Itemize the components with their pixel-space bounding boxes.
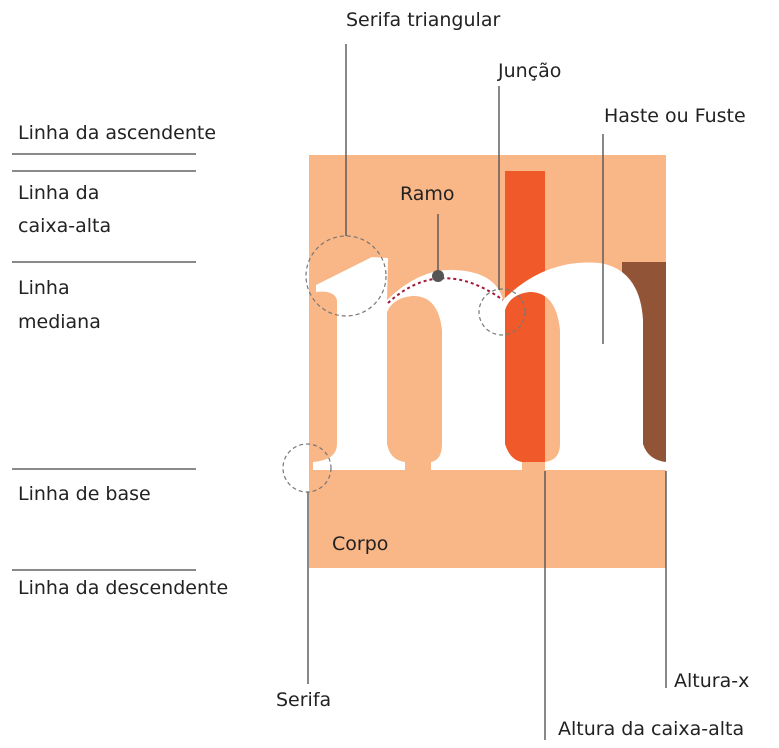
juncao-label: Junção xyxy=(498,60,562,82)
mean-line-label-2: mediana xyxy=(18,311,101,333)
corpo-label: Corpo xyxy=(332,533,389,555)
descender-line-label: Linha da descendente xyxy=(18,577,229,599)
stem-label: Haste ou Fuste xyxy=(604,105,746,127)
cap-line-label-1: Linha da xyxy=(18,182,100,204)
cap-height-label: Altura da caixa-alta xyxy=(558,718,745,740)
cap-height-bar xyxy=(505,171,545,470)
serif-label: Serifa xyxy=(276,689,332,711)
triangular-serif-label: Serifa triangular xyxy=(346,9,501,31)
letter-m-glyph xyxy=(313,257,666,470)
triangular-serif-circle xyxy=(305,235,387,317)
baseline-label: Linha de base xyxy=(18,483,151,505)
ramo-dot xyxy=(432,270,444,282)
serif-gap-2 xyxy=(522,462,545,470)
serif-gap-1 xyxy=(405,462,431,470)
x-height-label: Altura-x xyxy=(674,670,750,692)
juncao-circle xyxy=(478,288,526,336)
mean-line-label-1: Linha xyxy=(18,277,70,299)
ramo-label: Ramo xyxy=(400,183,455,205)
cap-line-label-2: caixa-alta xyxy=(18,215,112,237)
serif-circle xyxy=(282,443,332,493)
ascender-line-label: Linha da ascendente xyxy=(18,122,217,144)
